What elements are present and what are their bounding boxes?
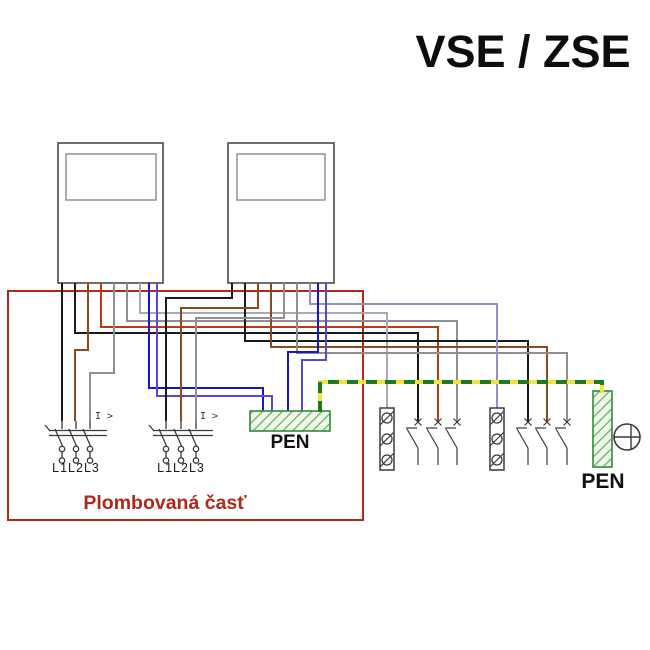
wire-black	[164, 283, 234, 421]
meter-display-1	[65, 153, 157, 201]
meter-display-2	[236, 153, 326, 201]
terminal-strip-1-screw-slot	[380, 411, 394, 425]
breaker1-phase-label: L1L2L3	[52, 461, 100, 475]
wire-blue	[286, 283, 320, 413]
wire-gray	[194, 283, 286, 421]
pen-bar-vertical-label: PEN	[581, 470, 625, 493]
breaker-1-symbol-contact	[86, 445, 94, 453]
pen-bar-horizontal	[249, 410, 331, 432]
breaker-2-symbol-contact	[177, 445, 185, 453]
pe-wire-green-dashed	[318, 380, 604, 412]
breaker-2-symbol-contact	[162, 457, 170, 464]
breaker-2-symbol-blade	[173, 428, 183, 447]
sealed-area-label: Plombovaná časť	[83, 492, 247, 514]
switch-2-symbol-blade	[555, 428, 568, 449]
terminal-strip-1-screw-slot	[380, 432, 394, 446]
wire-brown	[73, 283, 90, 421]
breaker-1-symbol-contact	[58, 445, 66, 453]
breaker-1-symbol-contact	[58, 457, 66, 464]
switch-1-symbol-terminal-x	[414, 418, 422, 426]
wire-lightgray	[139, 283, 388, 409]
breaker-2-symbol-contact	[162, 445, 170, 453]
switch-1-symbol-terminal-x	[434, 418, 442, 426]
wire-brown	[179, 283, 260, 421]
breaker-2-symbol-contact	[177, 457, 185, 464]
breaker2-overcurrent-label: I >	[200, 411, 219, 422]
breaker-1-symbol-contact	[72, 445, 80, 453]
terminal-strip-2-screw-slot	[490, 453, 504, 467]
breaker-1-symbol-blade	[68, 428, 78, 447]
switch-2-symbol-blade	[535, 428, 548, 449]
breaker-2-symbol-contact	[192, 445, 200, 453]
breaker-2-symbol-blade	[158, 428, 168, 447]
breaker-1-symbol-blade	[82, 428, 92, 447]
wire-blue	[147, 283, 265, 413]
breaker-1-symbol-contact	[86, 457, 94, 464]
wire-lavender	[309, 283, 498, 409]
breaker-2-symbol-blade	[188, 428, 198, 447]
switch-1-symbol-blade	[445, 428, 458, 449]
switch-2-symbol-terminal-x	[524, 418, 532, 426]
switch-2-symbol-terminal-x	[563, 418, 571, 426]
wire-violet	[301, 283, 327, 413]
breaker1-overcurrent-label: I >	[95, 411, 114, 422]
wire-gray	[295, 283, 569, 421]
terminal-strip-2-screw-slot	[490, 411, 504, 425]
pen-bar-horizontal-label: PEN	[270, 432, 310, 453]
wire-gray	[125, 283, 459, 421]
breaker-1-symbol-contact	[72, 457, 80, 464]
wire-gray	[88, 283, 116, 421]
wire-red	[99, 283, 440, 421]
switch-1-symbol-terminal-x	[453, 418, 461, 426]
breaker-1-symbol-blade	[54, 428, 64, 447]
pen-bar-vertical	[592, 390, 613, 468]
breaker-2-symbol-contact	[192, 457, 200, 464]
terminal-strip-2-screw-slot	[490, 432, 504, 446]
sealed-area-boundary	[7, 290, 364, 521]
wire-violet	[156, 283, 273, 413]
switch-1-symbol-blade	[426, 428, 439, 449]
switch-1-symbol-blade	[406, 428, 419, 449]
breaker2-phase-label: L1L2L3	[157, 461, 205, 475]
diagram-title: VSE / ZSE	[415, 26, 631, 77]
terminal-strip-1-screw-slot	[380, 453, 394, 467]
switch-2-symbol-blade	[516, 428, 529, 449]
wire-black	[73, 283, 420, 421]
switch-2-symbol-terminal-x	[543, 418, 551, 426]
